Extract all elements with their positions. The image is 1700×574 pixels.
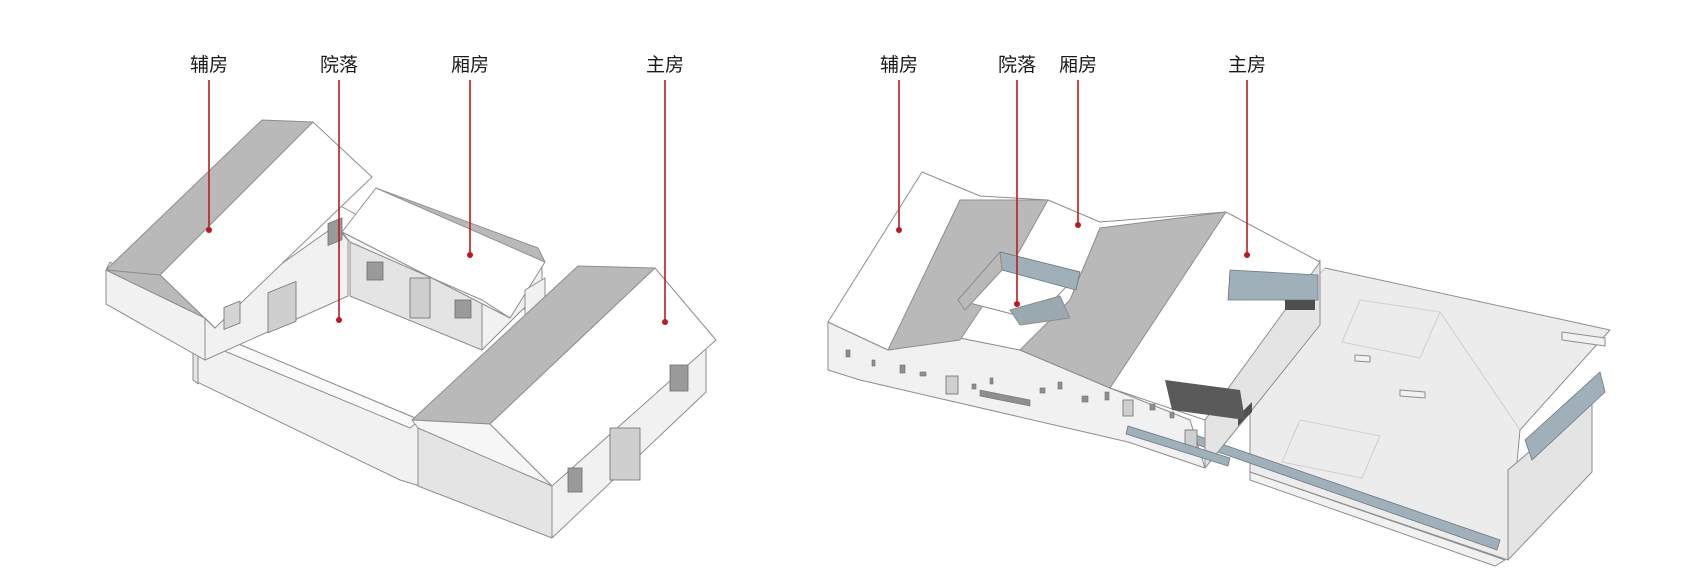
right-label-auxiliary-text: 辅房 [880, 54, 918, 76]
right-marker-auxiliary [896, 227, 902, 233]
left-marker-auxiliary [206, 227, 212, 233]
right-label-wing-text: 厢房 [1059, 54, 1097, 76]
left-marker-main [662, 319, 668, 325]
right-label-courtyard-text: 院落 [998, 54, 1036, 76]
right-marker-courtyard [1014, 301, 1020, 307]
left-diagram-original-courtyard: 辅房 院落 厢房 主房 [105, 54, 717, 539]
left-label-auxiliary-text: 辅房 [190, 54, 228, 76]
left-marker-wing [467, 252, 473, 258]
right-main-building [827, 171, 1321, 469]
left-label-auxiliary: 辅房 [190, 54, 228, 233]
left-label-main-text: 主房 [646, 54, 684, 76]
left-marker-courtyard [336, 317, 342, 323]
left-boundary-wall [192, 329, 421, 487]
right-diagram-renovated-complex: 辅房 院落 厢房 主房 [827, 54, 1611, 567]
left-label-wing-text: 厢房 [451, 54, 489, 76]
left-label-courtyard-text: 院落 [320, 54, 358, 76]
right-label-courtyard: 院落 [998, 54, 1036, 307]
left-label-main: 主房 [646, 54, 684, 325]
left-wing-house [341, 187, 546, 351]
right-label-wing: 厢房 [1059, 54, 1097, 228]
right-terrace-deck [1149, 267, 1611, 567]
left-main-house [411, 265, 717, 539]
right-label-main-text: 主房 [1228, 54, 1266, 76]
right-label-auxiliary: 辅房 [880, 54, 918, 233]
left-label-courtyard: 院落 [320, 54, 358, 323]
right-marker-wing [1075, 222, 1081, 228]
right-marker-main [1244, 252, 1250, 258]
left-label-wing: 厢房 [451, 54, 489, 258]
right-label-main: 主房 [1228, 54, 1266, 258]
